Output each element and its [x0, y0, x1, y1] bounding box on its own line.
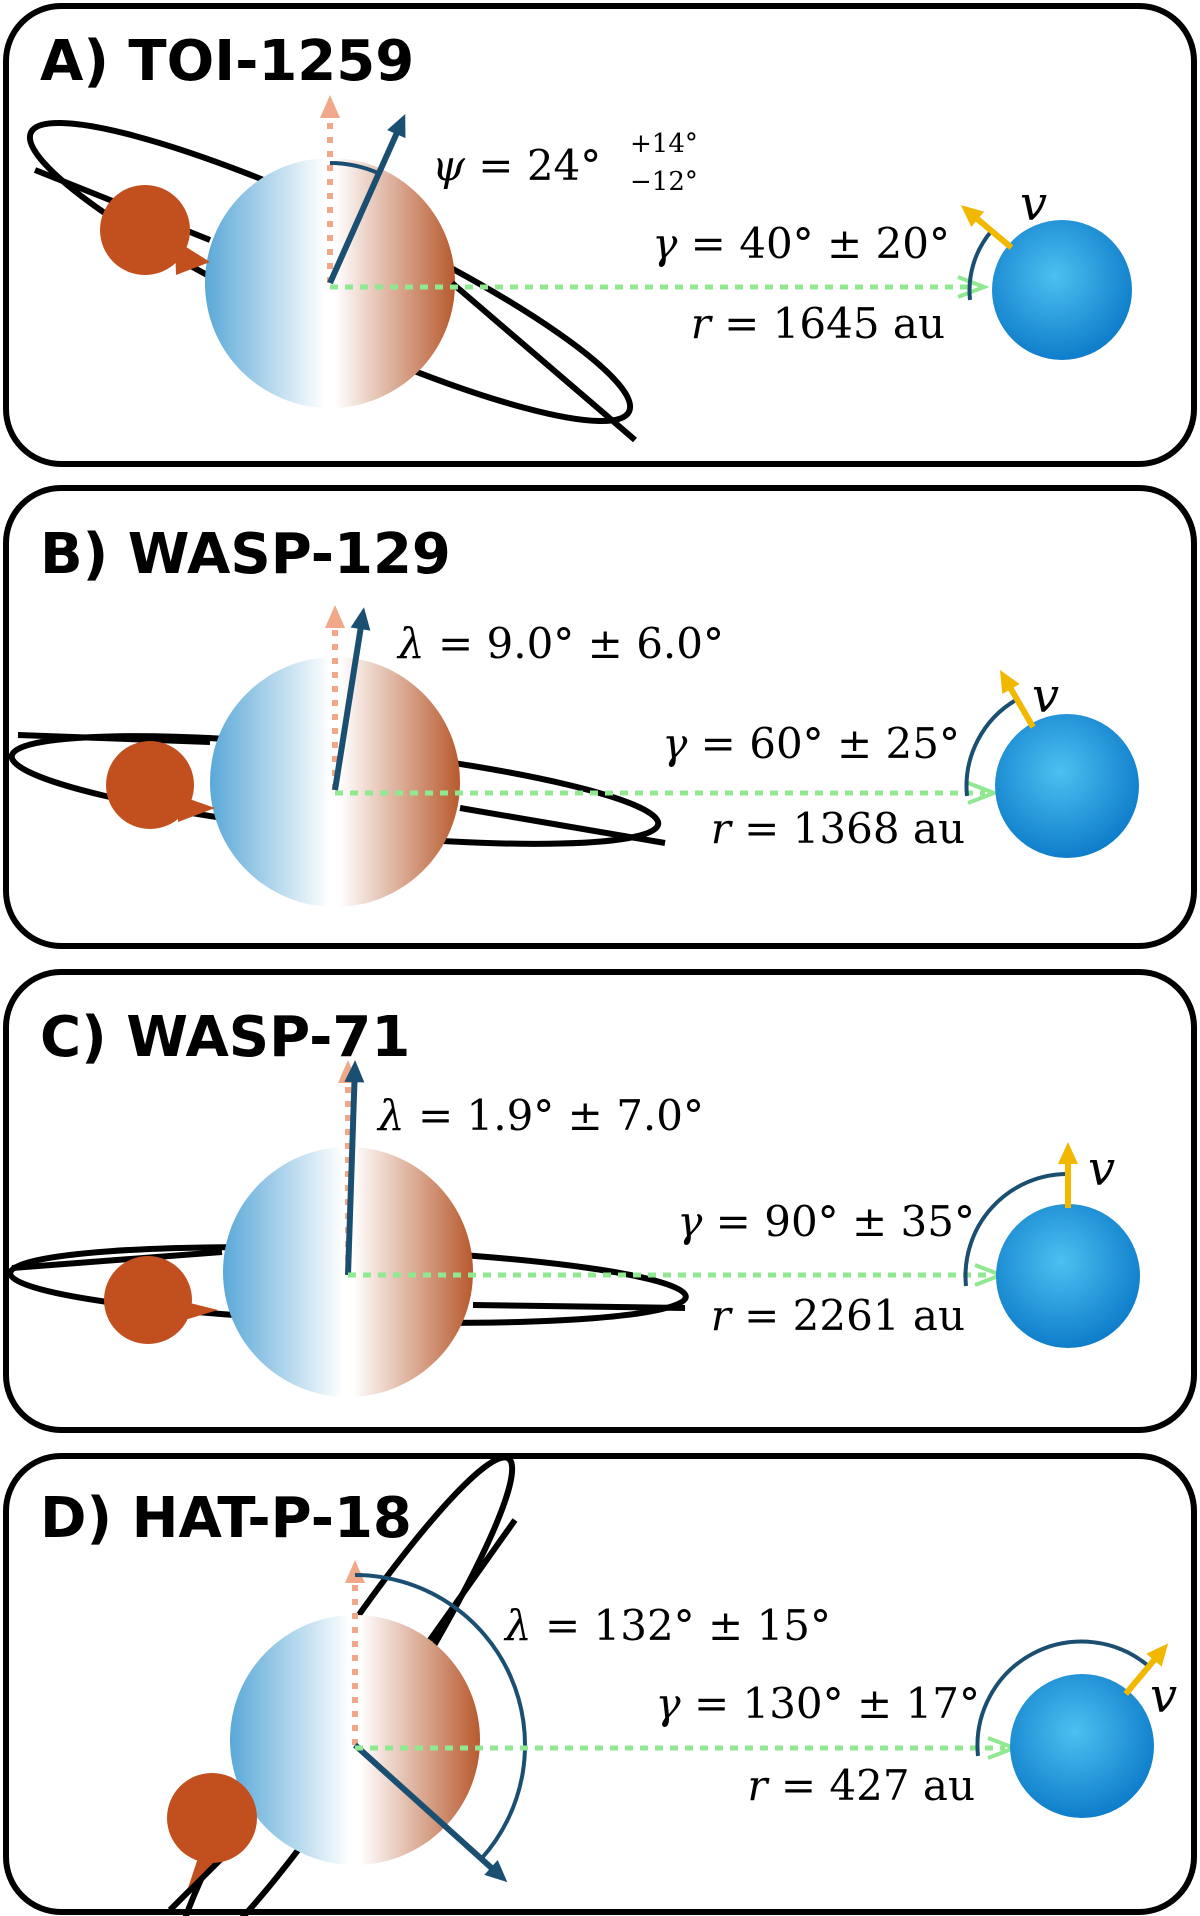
- planet-direction-arrow: [178, 1300, 218, 1322]
- velocity-label: v: [1150, 1668, 1177, 1724]
- stellar-spin-arrowhead: [325, 605, 345, 628]
- panel-frame: [3, 3, 1197, 467]
- planet: [104, 1256, 192, 1344]
- planet-direction-arrow: [188, 1852, 216, 1888]
- stellar-spin-arrowhead: [320, 95, 340, 118]
- panel-title: A) TOI-1259: [40, 29, 414, 94]
- orbit-front: [11, 1249, 223, 1271]
- orbit-front: [427, 1518, 518, 1642]
- obliquity-label: λ = 9.0° ± 6.0°: [396, 619, 724, 668]
- velocity-label: v: [1032, 668, 1059, 724]
- orbit-normal-arrowhead: [350, 607, 371, 631]
- panel-frame: [3, 1453, 1197, 1915]
- obliquity-label: λ = 1.9° ± 7.0°: [376, 1091, 704, 1140]
- velocity-arrowhead: [960, 205, 985, 227]
- gamma-label: γ = 40° ± 20°: [652, 219, 950, 268]
- separation-label: r = 427 au: [747, 1761, 975, 1810]
- orbit-front: [459, 805, 666, 846]
- orbit-normal-axis: [332, 620, 365, 791]
- separation-arrowhead: [957, 275, 990, 299]
- planet: [100, 185, 190, 275]
- separation-label: r = 2261 au: [711, 1291, 965, 1340]
- panel-b: B) WASP-129 v λ = 9.0° ± 6.0° γ = 60° ± …: [3, 485, 1197, 949]
- orbit-normal-axis: [345, 1073, 358, 1276]
- separation-arrowhead: [967, 781, 1000, 805]
- panel-title: D) HAT-P-18: [40, 1486, 412, 1551]
- obliquity-lower-error: −12°: [630, 167, 698, 197]
- velocity-arrowhead: [1146, 1643, 1169, 1667]
- obliquity-label: λ = 132° ± 15°: [503, 1601, 831, 1650]
- companion-star: [996, 1204, 1140, 1348]
- velocity-vector: [1123, 1652, 1162, 1696]
- gamma-label: γ = 60° ± 25°: [662, 719, 960, 768]
- panel-c: C) WASP-71 v λ = 1.9° ± 7.0° γ = 90° ± 3…: [3, 969, 1197, 1433]
- gamma-angle-arc: [975, 1639, 1151, 1757]
- panel-frame: [3, 485, 1197, 949]
- planet: [106, 741, 194, 829]
- panel-d: D) HAT-P-18 v λ = 132° ± 15° γ = 130° ± …: [3, 1453, 1197, 1916]
- separation-label: r = 1645 au: [691, 299, 945, 348]
- planet: [167, 1773, 257, 1863]
- gamma-angle-arc: [963, 1171, 1069, 1287]
- velocity-arrowhead: [1000, 669, 1020, 695]
- gamma-angle-arc: [964, 697, 1018, 797]
- panel-title: C) WASP-71: [40, 1005, 410, 1070]
- velocity-label: v: [1088, 1141, 1115, 1197]
- orbit-normal-arrowhead: [484, 1860, 508, 1883]
- orbit-front: [17, 732, 211, 745]
- panel-a: A) TOI-1259 v ψ = 24° +14° −12° γ = 40° …: [3, 3, 1197, 467]
- obliquity-angle-arc: [354, 1573, 527, 1861]
- stellar-spin-arrowhead: [345, 1560, 365, 1583]
- planet-direction-arrow: [175, 240, 210, 275]
- companion-star: [995, 714, 1139, 858]
- companion-star: [992, 220, 1132, 360]
- obliquity-label: ψ = 24°: [432, 141, 601, 190]
- orbit-front: [472, 1302, 686, 1311]
- velocity-label: v: [1020, 176, 1047, 232]
- orbit-normal-arrowhead: [387, 113, 406, 139]
- obliquity-upper-error: +14°: [630, 129, 698, 159]
- gamma-label: γ = 130° ± 17°: [655, 1679, 980, 1728]
- planet-direction-arrow: [178, 795, 215, 822]
- gamma-angle-arc: [967, 229, 994, 301]
- velocity-vector: [1004, 680, 1036, 729]
- companion-star: [1010, 1674, 1154, 1818]
- orbit-front: [450, 280, 637, 443]
- orbit-normal-arrowhead: [344, 1060, 365, 1083]
- orbit-normal-axis: [327, 125, 403, 285]
- panel-title: B) WASP-129: [40, 522, 451, 587]
- separation-label: r = 1368 au: [711, 804, 965, 853]
- velocity-arrowhead: [1058, 1142, 1078, 1164]
- obliquity-angle-arc: [329, 161, 380, 176]
- velocity-vector: [969, 211, 1014, 250]
- orbit-normal-axis: [352, 1742, 499, 1876]
- panel-frame: [3, 969, 1197, 1433]
- gamma-label: γ = 90° ± 35°: [677, 1197, 975, 1246]
